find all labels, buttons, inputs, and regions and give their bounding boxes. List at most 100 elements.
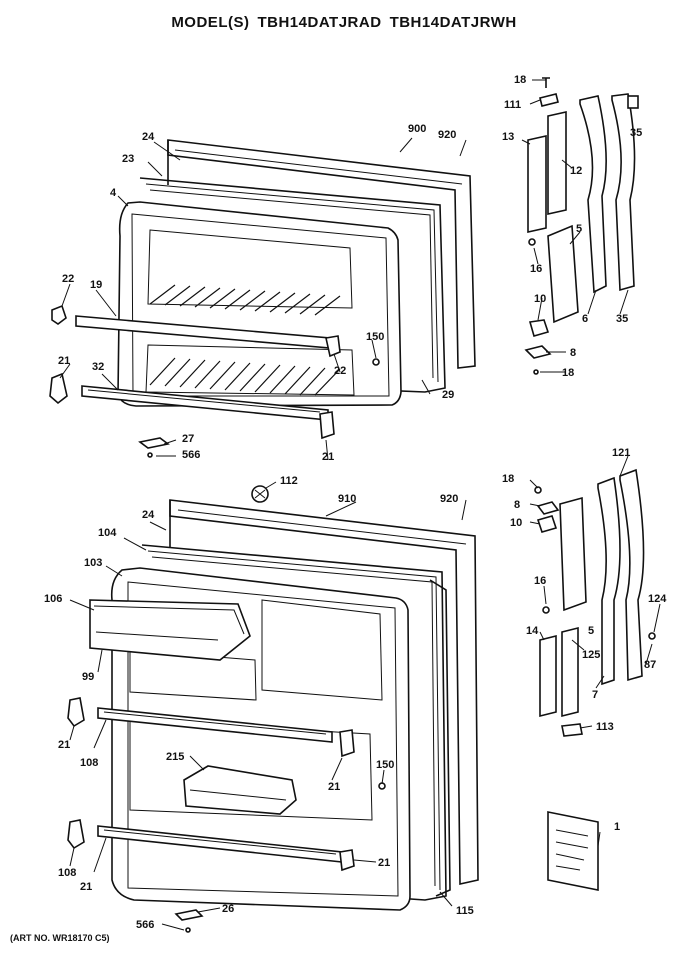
- channel-14: [539, 634, 557, 718]
- callout-label: 7: [592, 689, 598, 701]
- screw-566-lower: [185, 927, 191, 933]
- callout-label: 99: [82, 671, 94, 683]
- screw-16-lower: [542, 606, 550, 614]
- callout-label: 1: [614, 821, 620, 833]
- title-prefix: MODEL(S): [171, 14, 250, 31]
- callout-label: 10: [510, 517, 522, 529]
- shelf-support-21-lower-left-a: [67, 697, 85, 728]
- callout-label: 566: [136, 919, 154, 931]
- callout-label: 18: [502, 473, 514, 485]
- door-stop-111: [539, 93, 559, 107]
- callout-label: 21: [322, 451, 334, 463]
- callout-label: 23: [122, 153, 134, 165]
- callout-label: 16: [534, 575, 546, 587]
- art-number: (ART NO. WR18170 C5): [10, 933, 110, 943]
- freezer-lower-shelf-ribs: [149, 357, 341, 396]
- callout-label: 115: [456, 905, 474, 917]
- callout-labels: 18 111 13 12 35 900 920 24 23 4 5 16 22 …: [44, 74, 667, 931]
- callout-label: 6: [582, 313, 588, 325]
- callout-label: 113: [596, 721, 614, 733]
- fresh-food-hinge-hardware: [534, 468, 656, 891]
- door-handle-35: [611, 93, 636, 292]
- shelf-support-21-lower-right-a: [339, 729, 355, 758]
- callout-label: 10: [534, 293, 546, 305]
- callout-label: 21: [80, 881, 92, 893]
- screw-124: [648, 632, 656, 640]
- freezer-small-parts: [49, 304, 380, 458]
- callout-label: 121: [612, 447, 630, 459]
- model-number-1: TBH14DATJRAD: [257, 14, 382, 31]
- breaker-strip: [429, 579, 451, 897]
- door-bin: [183, 765, 297, 815]
- screw-566-upper: [147, 452, 153, 458]
- channel-13: [527, 135, 547, 233]
- callout-leaders: [59, 79, 661, 931]
- freezer-door-assembly: [75, 139, 476, 421]
- callout-label: 26: [222, 903, 234, 915]
- shelf-support-21-lower-left-b: [67, 819, 85, 850]
- callout-label: 87: [644, 659, 656, 671]
- callout-label: 104: [98, 527, 117, 539]
- freezer-hinge-hardware: [524, 77, 639, 375]
- plug-150-upper: [372, 358, 380, 366]
- callout-label: 27: [182, 433, 194, 445]
- callout-label: 14: [526, 625, 539, 637]
- callout-label: 22: [334, 365, 346, 377]
- callout-label: 18: [514, 74, 526, 86]
- callout-label: 32: [92, 361, 104, 373]
- screw-18-lower: [534, 486, 542, 494]
- callout-label: 112: [280, 475, 298, 487]
- hinge-pad-26: [174, 909, 204, 921]
- callout-label: 106: [44, 593, 62, 605]
- callout-label: 13: [502, 131, 514, 143]
- callout-label: 108: [58, 867, 76, 879]
- callout-label: 150: [366, 331, 384, 343]
- hinge-10-upper: [528, 319, 550, 337]
- cap-113: [561, 723, 583, 737]
- callout-label: 8: [570, 347, 576, 359]
- hinge-10-lower: [536, 515, 558, 533]
- shelf-support-21-right: [319, 411, 335, 440]
- callout-label: 5: [588, 625, 594, 637]
- shelf-support-21-lower-right-b: [339, 849, 355, 872]
- hinge-pad-27: [138, 437, 170, 449]
- door-handle-121: [619, 468, 645, 682]
- callout-label: 18: [562, 367, 574, 379]
- callout-label: 16: [530, 263, 542, 275]
- screw-16-upper: [528, 238, 536, 246]
- screw-18-upper-lower: [533, 369, 539, 375]
- dairy-compartment-door: [89, 599, 251, 661]
- cap-35: [627, 95, 639, 109]
- callout-label: 12: [570, 165, 582, 177]
- callout-label: 900: [408, 123, 426, 135]
- callout-label: 24: [142, 131, 155, 143]
- callout-label: 21: [378, 857, 390, 869]
- callout-label: 566: [182, 449, 200, 461]
- callout-label: 21: [58, 739, 70, 751]
- callout-label: 22: [62, 273, 74, 285]
- callout-label: 19: [90, 279, 102, 291]
- fresh-food-small-parts: [67, 697, 386, 933]
- hinge-bracket-5-upper: [547, 224, 579, 324]
- callout-label: 108: [80, 757, 98, 769]
- channel-12: [547, 111, 567, 215]
- callout-label: 35: [630, 127, 642, 139]
- door-handle-6: [579, 95, 607, 294]
- shelf-support-22-right: [325, 335, 341, 358]
- shelf-support-21-left: [49, 372, 68, 405]
- shelf-support-22-left: [51, 304, 67, 325]
- door-shelf-bar-upper: [97, 707, 333, 743]
- callout-label: 4: [110, 187, 117, 199]
- callout-label: 150: [376, 759, 394, 771]
- callout-label: 21: [58, 355, 70, 367]
- callout-label: 215: [166, 751, 184, 763]
- freezer-upper-shelf-ribs: [149, 284, 341, 316]
- callout-label: 5: [576, 223, 582, 235]
- hinge-plate-8-lower: [536, 501, 560, 515]
- door-handle-7: [597, 476, 621, 686]
- callout-label: 111: [504, 99, 521, 111]
- channel-125: [561, 626, 579, 718]
- callout-label: 8: [514, 499, 520, 511]
